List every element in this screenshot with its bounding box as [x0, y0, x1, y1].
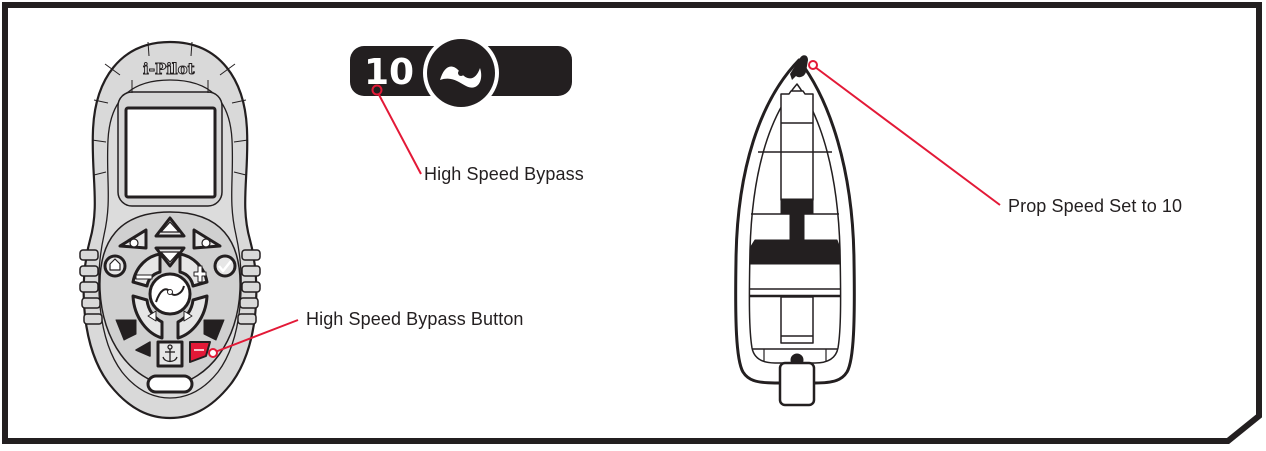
boat-illustration: [734, 58, 856, 407]
label-high-speed-bypass: High Speed Bypass: [424, 164, 584, 184]
remote-illustration: [79, 40, 261, 420]
speed-value: 10: [364, 52, 415, 93]
callout-bypass-display: [371, 84, 422, 175]
frame-border: [2, 2, 1262, 444]
callout-bypass-button: [208, 319, 299, 358]
brand-logo: i-Pilot: [143, 60, 196, 79]
trolling-motor-icon: [790, 55, 808, 80]
label-prop-speed: Prop Speed Set to 10: [1008, 196, 1183, 216]
callout-prop-speed: [808, 60, 1001, 206]
propeller-icon: [440, 66, 482, 88]
label-high-speed-bypass-button: High Speed Bypass Button: [306, 309, 524, 329]
